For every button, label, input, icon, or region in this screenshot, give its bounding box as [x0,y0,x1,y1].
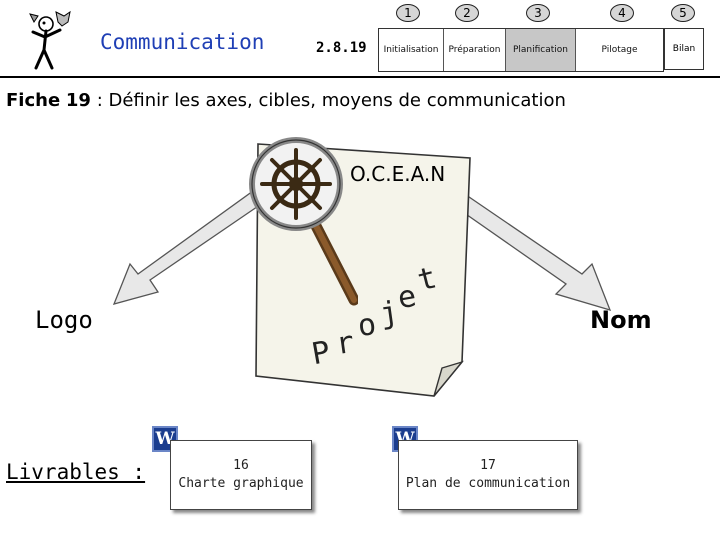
deliverable-card-charte[interactable]: 16 Charte graphique [170,440,312,510]
phase-badge-5[interactable]: 5 [671,4,695,22]
phase-initialisation[interactable]: Initialisation [383,45,439,55]
mascot-figure-icon [29,10,71,70]
phase-bar: Initialisation Préparation Planification… [378,28,664,72]
deliverable-title: Plan de communication [405,476,571,491]
phase-badge-2[interactable]: 2 [455,4,479,22]
fiche-title: : Définir les axes, cibles, moyens de co… [96,90,566,111]
phase-bilan[interactable]: Bilan [664,28,704,70]
livrables-label: Livrables : [6,460,146,484]
ocean-label: O.C.E.A.N [350,162,446,186]
projet-letter: o [356,307,378,344]
left-arrow-icon [112,185,270,305]
phase-badge-1[interactable]: 1 [396,4,420,22]
module-title: Communication [100,30,265,54]
phase-badge-4[interactable]: 4 [610,4,634,22]
ship-wheel-magnifier-icon [249,137,358,306]
phase-pilotage[interactable]: Pilotage [575,29,663,71]
deliverable-number: 16 [233,458,249,473]
deliverable-title: Charte graphique [178,476,304,491]
nom-label: Nom [590,306,652,334]
deliverable-number: 17 [480,458,496,473]
fiche-prefix: Fiche [6,90,61,111]
fiche-heading: Fiche 19 : Définir les axes, cibles, moy… [6,90,566,111]
phase-badge-3[interactable]: 3 [526,4,550,22]
header-divider [0,76,720,78]
deliverable-card-plan[interactable]: 17 Plan de communication [398,440,578,510]
logo-label: Logo [35,306,93,334]
fiche-reference: 2.8.19 [316,40,367,56]
fiche-number: 19 [65,90,91,111]
phase-planification[interactable]: Planification [505,29,575,71]
phase-preparation[interactable]: Préparation [443,29,505,71]
